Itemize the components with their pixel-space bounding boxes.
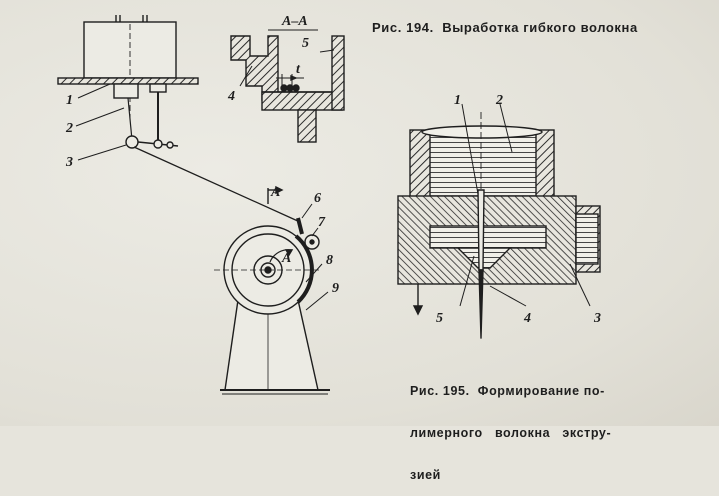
- page: А–А t A A 1 2 3 4 5 6 7 8 9 1 2 3 4 5 Ри…: [0, 0, 719, 482]
- figures-drawing: А–А t A A 1 2 3 4 5 6 7 8 9 1 2 3 4 5: [57, 14, 601, 395]
- arrow-label-top: A: [270, 185, 280, 200]
- figure-195: [397, 103, 601, 340]
- label-195-5: 5: [436, 311, 443, 326]
- label-195-4: 4: [523, 311, 531, 326]
- caption-line: лимерного волокна экстру-: [410, 426, 612, 440]
- caption-figure-194: Рис. 194. Выработка гибкого волокна: [372, 20, 638, 35]
- winding-drum: [214, 185, 330, 395]
- caption-line: Рис. 195. Формирование по-: [410, 384, 605, 398]
- melt-vessel: [83, 21, 177, 79]
- label-1: 1: [66, 93, 73, 108]
- figure-194-labels: А–А t A A 1 2 3 4 5 6 7 8 9: [65, 14, 339, 296]
- section-title: А–А: [281, 14, 308, 29]
- label-9: 9: [332, 281, 339, 296]
- base-plate: [57, 77, 199, 85]
- figure-194: [57, 15, 345, 395]
- label-7: 7: [318, 215, 326, 230]
- label-195-2: 2: [495, 93, 503, 108]
- caption-figure-195: Рис. 195. Формирование по- лимерного вол…: [410, 356, 620, 496]
- guide-roller: [125, 135, 139, 149]
- section-a-a: [230, 29, 345, 143]
- label-5: 5: [302, 36, 309, 51]
- label-2: 2: [65, 121, 73, 136]
- figure-195-labels: 1 2 3 4 5: [436, 93, 601, 326]
- arrow-label-drum: A: [281, 251, 291, 266]
- label-4: 4: [227, 89, 235, 104]
- label-6: 6: [314, 191, 321, 206]
- label-8: 8: [326, 253, 333, 268]
- label-3: 3: [65, 155, 73, 170]
- caption-line: зией: [410, 468, 441, 482]
- dim-label: t: [296, 62, 301, 77]
- label-195-1: 1: [454, 93, 461, 108]
- label-195-3: 3: [593, 311, 601, 326]
